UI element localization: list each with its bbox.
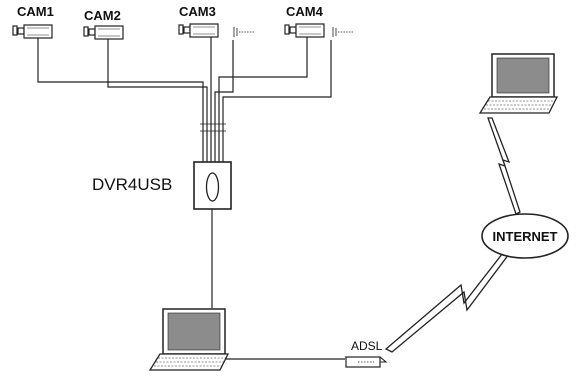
adsl-label: ADSL [351, 339, 383, 353]
cam4-connector-icon [332, 27, 354, 37]
cam2-camera-icon [83, 25, 124, 40]
cam3-label: CAM3 [179, 4, 216, 19]
cam3-connector-icon [233, 27, 255, 37]
internet-cloud-icon [481, 213, 569, 259]
cam2-label: CAM2 [84, 8, 121, 23]
cam4-label: CAM4 [286, 4, 324, 19]
cam3-camera-icon [178, 23, 219, 38]
dvr-box-icon [193, 161, 232, 210]
cam4-camera-icon [284, 23, 325, 38]
internet-remote-lightning-icon [487, 117, 521, 215]
cam1-camera-icon [12, 24, 53, 39]
local-laptop-icon [148, 308, 230, 371]
remote-laptop-icon [478, 53, 559, 114]
internet-label: INTERNET [493, 229, 558, 244]
camera-cables [37, 37, 332, 162]
cam1-label: CAM1 [17, 4, 54, 19]
adsl-modem-icon [344, 356, 388, 368]
modem-internet-lightning-icon [384, 247, 510, 353]
dvr-label: DVR4USB [92, 175, 172, 194]
